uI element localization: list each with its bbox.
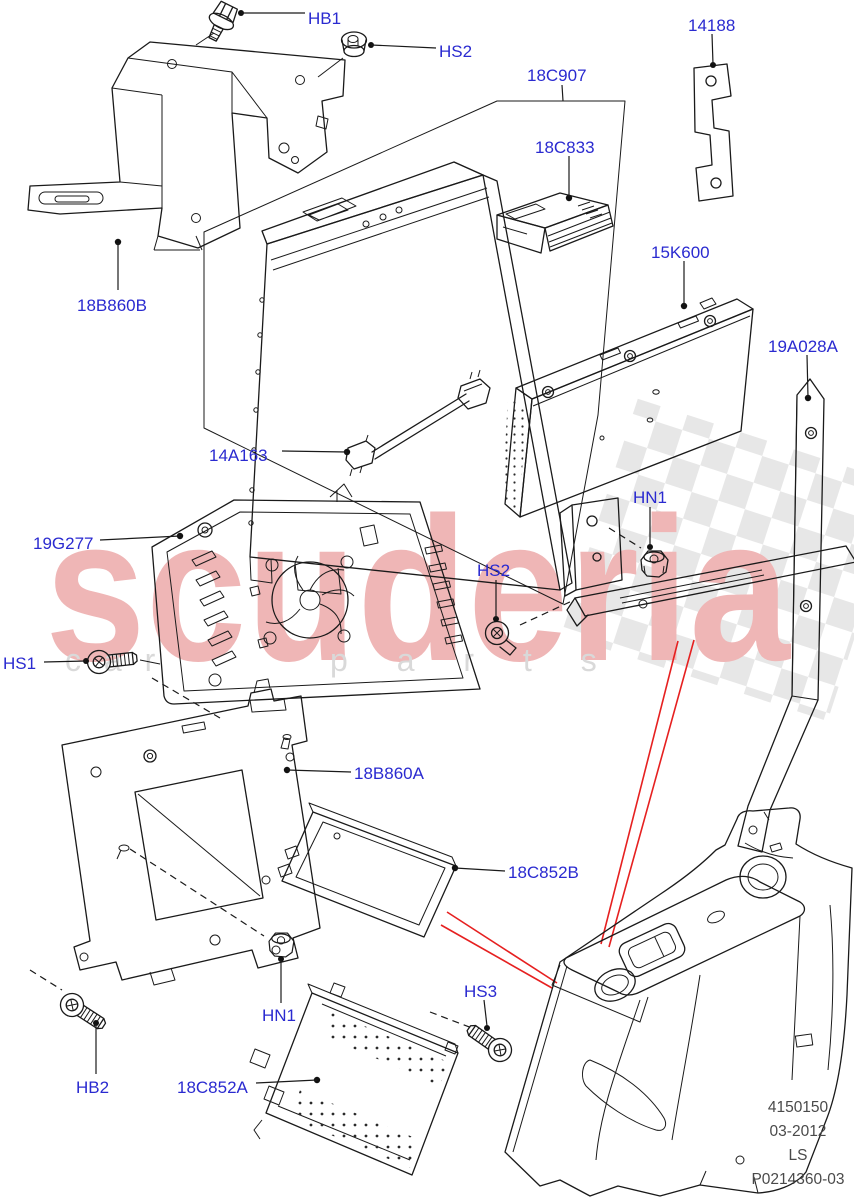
leader-hs1 [43, 658, 89, 664]
leader-19g277 [99, 532, 184, 541]
part-label-hs2-top[interactable]: HS2 [439, 42, 472, 61]
part-label-19g277[interactable]: 19G277 [33, 534, 94, 553]
bracket-19a028a-drawing [737, 378, 825, 853]
hb1-assembly-line [195, 32, 215, 46]
part-label-18b860b[interactable]: 18B860B [77, 296, 147, 315]
watermark-tagline-car: c a r [65, 642, 162, 678]
dashed-assembly-lines [29, 527, 642, 1029]
leader-14a163 [281, 448, 351, 456]
module-15k600-drawing [502, 297, 754, 518]
part-label-hn1-upper[interactable]: HN1 [633, 488, 667, 507]
part-label-hb2[interactable]: HB2 [76, 1078, 109, 1097]
nut-hn1-lower-drawing [268, 932, 295, 958]
nut-hn1-upper-drawing [640, 550, 669, 578]
part-label-15k600[interactable]: 15K600 [651, 243, 710, 262]
leader-hb1 [238, 10, 305, 16]
leader-hs3 [483, 999, 490, 1031]
leader-hn1-upper [647, 507, 653, 550]
leader-hb2 [93, 1020, 99, 1074]
checkered-flag-watermark [561, 398, 854, 722]
part-label-hn1-lower[interactable]: HN1 [262, 1006, 296, 1025]
footer-plate-info: 4150150 03-2012 LS P0214360-03 [751, 1099, 844, 1188]
leader-14188 [710, 33, 716, 68]
part-label-14188[interactable]: 14188 [688, 16, 735, 35]
leader-lines [43, 10, 812, 1084]
footer-date: 03-2012 [770, 1123, 827, 1140]
support-bracket-drawing [559, 497, 854, 627]
box-18c833-drawing [496, 192, 614, 254]
module-18c852b-drawing [277, 802, 457, 938]
bracket-18b860a-drawing [61, 678, 321, 986]
module-18c852a-drawing [249, 982, 459, 1176]
part-label-hs2-mid[interactable]: HS2 [477, 561, 510, 580]
leader-hn1-lower [278, 956, 284, 1003]
part-label-18c852b[interactable]: 18C852B [508, 863, 579, 882]
module-19g277-drawing [151, 483, 481, 713]
plate-14188-drawing [693, 63, 734, 202]
watermark-brand: scuderia [45, 475, 792, 704]
footer-market-code: LS [789, 1147, 808, 1164]
leader-15k600 [680, 261, 688, 310]
leader-hs2-top [368, 42, 437, 49]
harness-14a163-drawing [345, 369, 491, 477]
part-labels: HB1 HS2 18C907 14188 18C833 15K600 19A02… [3, 9, 839, 1097]
grommet-hs2-top-drawing [340, 31, 368, 58]
part-label-19a028a[interactable]: 19A028A [768, 337, 839, 356]
leader-18c907 [561, 84, 564, 102]
hs1-assembly-line [139, 659, 161, 665]
part-label-18c833[interactable]: 18C833 [535, 138, 595, 157]
leader-18c833 [565, 156, 573, 202]
part-label-18b860a[interactable]: 18B860A [354, 764, 425, 783]
bracket-18b860b-drawing [27, 41, 346, 251]
boundary-18c907 [203, 100, 626, 605]
part-label-14a163[interactable]: 14A163 [209, 446, 268, 465]
amplifier-18c907-drawing [248, 161, 573, 595]
hs2-top-assembly-line [317, 57, 344, 78]
leader-hs2-mid [493, 580, 499, 622]
leader-18b860a [283, 766, 352, 774]
part-label-18c907[interactable]: 18C907 [527, 66, 587, 85]
part-label-hs1[interactable]: HS1 [3, 654, 36, 673]
part-label-hs3[interactable]: HS3 [464, 982, 497, 1001]
part-label-hb1[interactable]: HB1 [308, 9, 341, 28]
trim-panel-drawing [504, 807, 853, 1197]
leader-19a028a [804, 354, 812, 402]
footer-catalog-number: 4150150 [768, 1099, 829, 1116]
bolt-hb1-drawing [208, 0, 238, 42]
leader-18c852b [451, 864, 506, 872]
footer-plate-number: P0214360-03 [751, 1171, 844, 1188]
leader-18b860b [114, 238, 122, 290]
watermark-tagline-parts: p a r t s [330, 642, 617, 678]
part-label-18c852a[interactable]: 18C852A [177, 1078, 249, 1097]
red-callout-lines [440, 639, 695, 989]
leader-18c852a [255, 1076, 321, 1084]
